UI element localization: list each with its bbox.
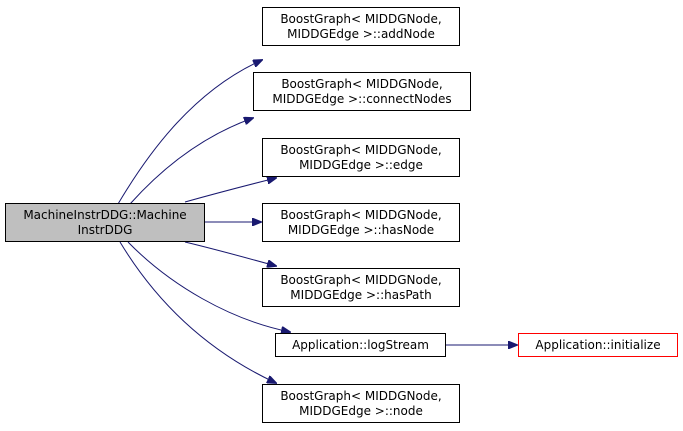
node-label-line-2: MIDDGEdge >::addNode [287, 26, 435, 41]
node-label-line-1: BoostGraph< MIDDGNode, [280, 272, 442, 287]
node-application-initialize[interactable]: Application::initialize [518, 333, 678, 357]
node-boostgraph-edge[interactable]: BoostGraph< MIDDGNode, MIDDGEdge >::edge [262, 138, 460, 177]
edge-to-haspath [184, 241, 276, 266]
node-label-line-2: InstrDDG [77, 222, 133, 237]
node-label-line-1: BoostGraph< MIDDGNode, [280, 142, 442, 157]
node-label-line-2: MIDDGEdge >::hasNode [287, 222, 435, 237]
node-label-line-1: BoostGraph< MIDDGNode, [280, 388, 442, 403]
edge-to-addnode [117, 60, 262, 205]
node-application-logstream[interactable]: Application::logStream [275, 333, 446, 357]
edge-to-logstream [127, 241, 290, 332]
node-label-line-1: BoostGraph< MIDDGNode, [281, 76, 443, 91]
node-label-line-1: BoostGraph< MIDDGNode, [280, 207, 442, 222]
edge-to-connectnodes [129, 118, 253, 205]
node-label: Application::initialize [535, 337, 661, 352]
edge-to-edge [184, 178, 276, 203]
node-machineinstrddg-constructor: MachineInstrDDG::Machine InstrDDG [5, 203, 205, 242]
node-boostgraph-hasnode[interactable]: BoostGraph< MIDDGNode, MIDDGEdge >::hasN… [262, 203, 460, 242]
node-boostgraph-connectnodes[interactable]: BoostGraph< MIDDGNode, MIDDGEdge >::conn… [253, 72, 471, 111]
node-boostgraph-addnode[interactable]: BoostGraph< MIDDGNode, MIDDGEdge >::addN… [262, 7, 460, 46]
node-label-line-2: MIDDGEdge >::node [299, 403, 423, 418]
edge-to-node [119, 241, 276, 383]
node-label-line-1: BoostGraph< MIDDGNode, [280, 11, 442, 26]
node-label-line-2: MIDDGEdge >::edge [299, 157, 423, 172]
node-label-line-1: MachineInstrDDG::Machine [23, 207, 187, 222]
node-label-line-2: MIDDGEdge >::connectNodes [272, 91, 452, 106]
node-label-line-2: MIDDGEdge >::hasPath [290, 287, 432, 302]
node-label: Application::logStream [292, 337, 429, 352]
node-boostgraph-node[interactable]: BoostGraph< MIDDGNode, MIDDGEdge >::node [262, 384, 460, 423]
node-boostgraph-haspath[interactable]: BoostGraph< MIDDGNode, MIDDGEdge >::hasP… [262, 268, 460, 307]
